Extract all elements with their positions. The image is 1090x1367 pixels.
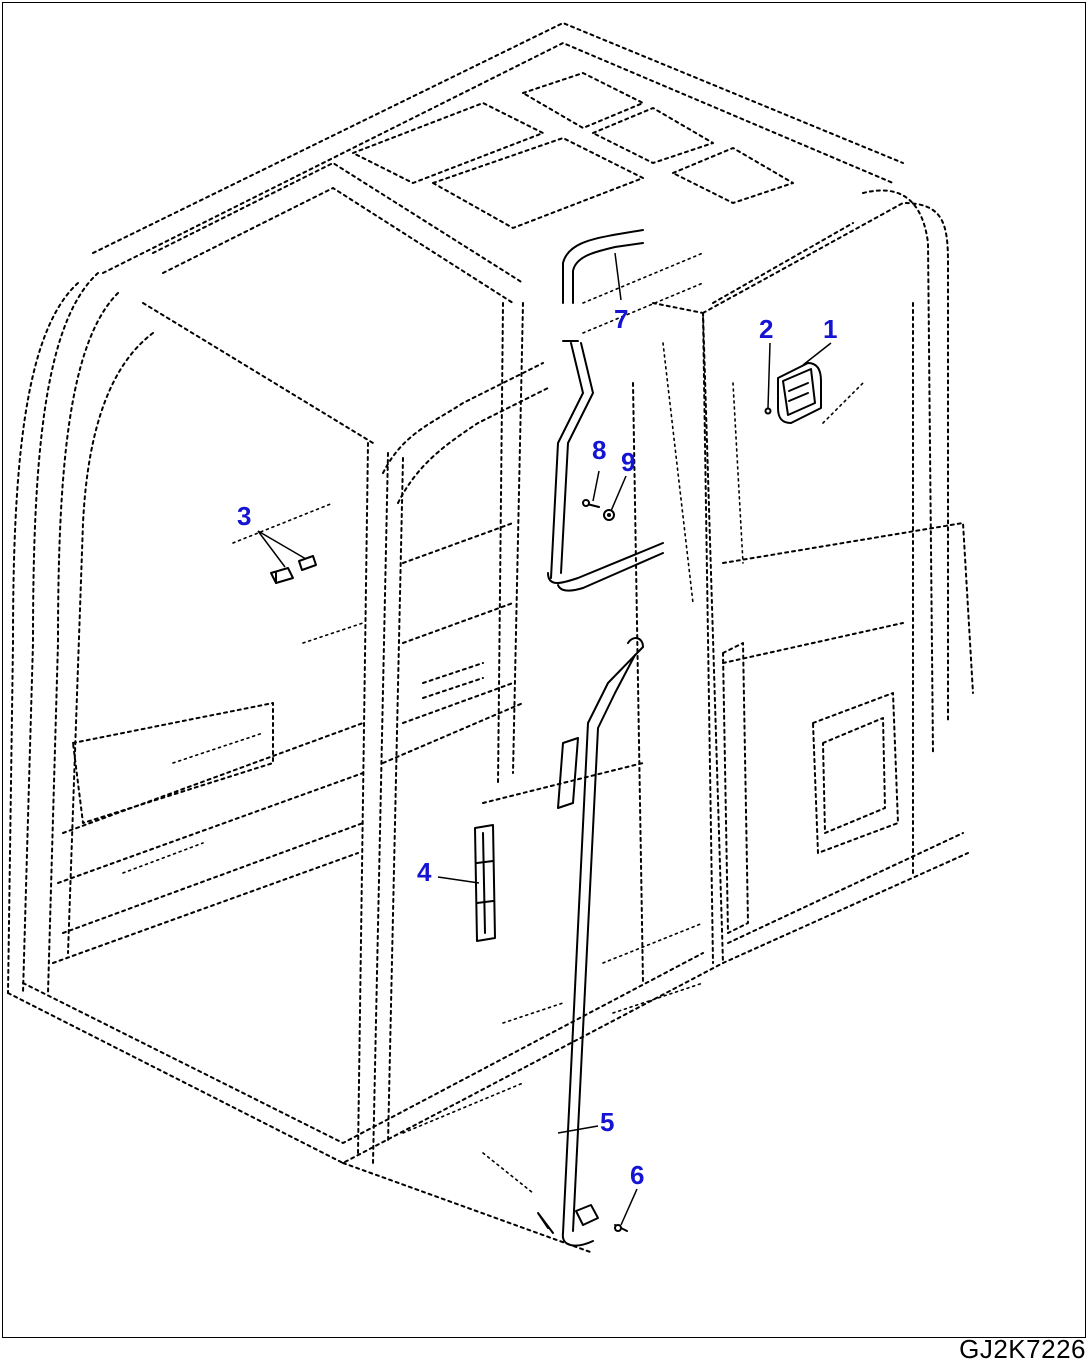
cab-frame-outline [7, 22, 974, 1254]
inner-handle-plate [777, 362, 822, 424]
callout-9: 9 [621, 447, 635, 477]
callout-2: 2 [759, 314, 773, 344]
callout-7: 7 [614, 304, 628, 334]
washer-9 [603, 509, 615, 521]
drawing-code: GJ2K7226 [959, 1334, 1086, 1364]
callout-3: 3 [237, 501, 251, 531]
leader-lines [257, 252, 832, 1226]
cushions [270, 555, 317, 584]
callout-1: 1 [823, 314, 837, 344]
callout-6: 6 [630, 1160, 644, 1190]
callouts: 1 2 3 4 5 6 7 8 9 [237, 304, 837, 1190]
screw-2 [764, 407, 772, 415]
upper-grab-handle [547, 229, 664, 592]
callout-4: 4 [417, 857, 432, 887]
door-bracket [474, 824, 496, 942]
cab-exploded-view: 1 2 3 4 5 6 7 8 9 [7, 22, 974, 1254]
callout-5: 5 [600, 1107, 614, 1137]
lower-grab-handle [537, 637, 644, 1247]
bolt-6 [614, 1224, 628, 1232]
drawing-frame: 1 2 3 4 5 6 7 8 9 [2, 2, 1086, 1338]
callout-8: 8 [592, 435, 606, 465]
bolt-8 [582, 499, 600, 508]
